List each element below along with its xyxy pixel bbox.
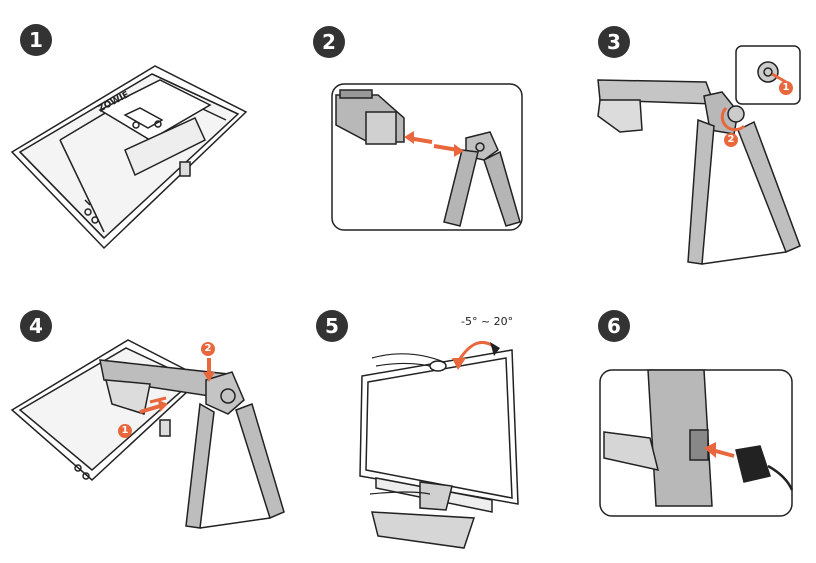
step-4-arrows [139,358,215,414]
step-1-monitor-back [10,65,248,250]
step-6-panel [599,369,794,517]
step-3-rotate-arrow [720,72,787,132]
step-4-callout-1: 1 [118,424,132,438]
step-5-monitor [359,349,519,549]
step-3-callout-2: 2 [724,133,738,147]
tilt-range-label: -5° ~ 20° [461,315,514,328]
step-2-arrows [404,131,464,157]
step-4-assembly [10,339,285,529]
step-6-arrow [704,442,735,458]
step-6-badge: 6 [598,310,630,342]
step-2-badge: 2 [313,26,345,58]
step-4-badge: 4 [20,310,52,342]
step-3-callout-1: 1 [779,81,793,95]
step-5-badge: 5 [316,310,348,342]
step-4-callout-2: 2 [201,342,215,356]
step-3-stand [597,45,801,265]
step-1-badge: 1 [20,24,52,56]
step-3-badge: 3 [598,26,630,58]
step-5-tilt-arrow [452,340,500,370]
step-2-panel [331,83,523,231]
